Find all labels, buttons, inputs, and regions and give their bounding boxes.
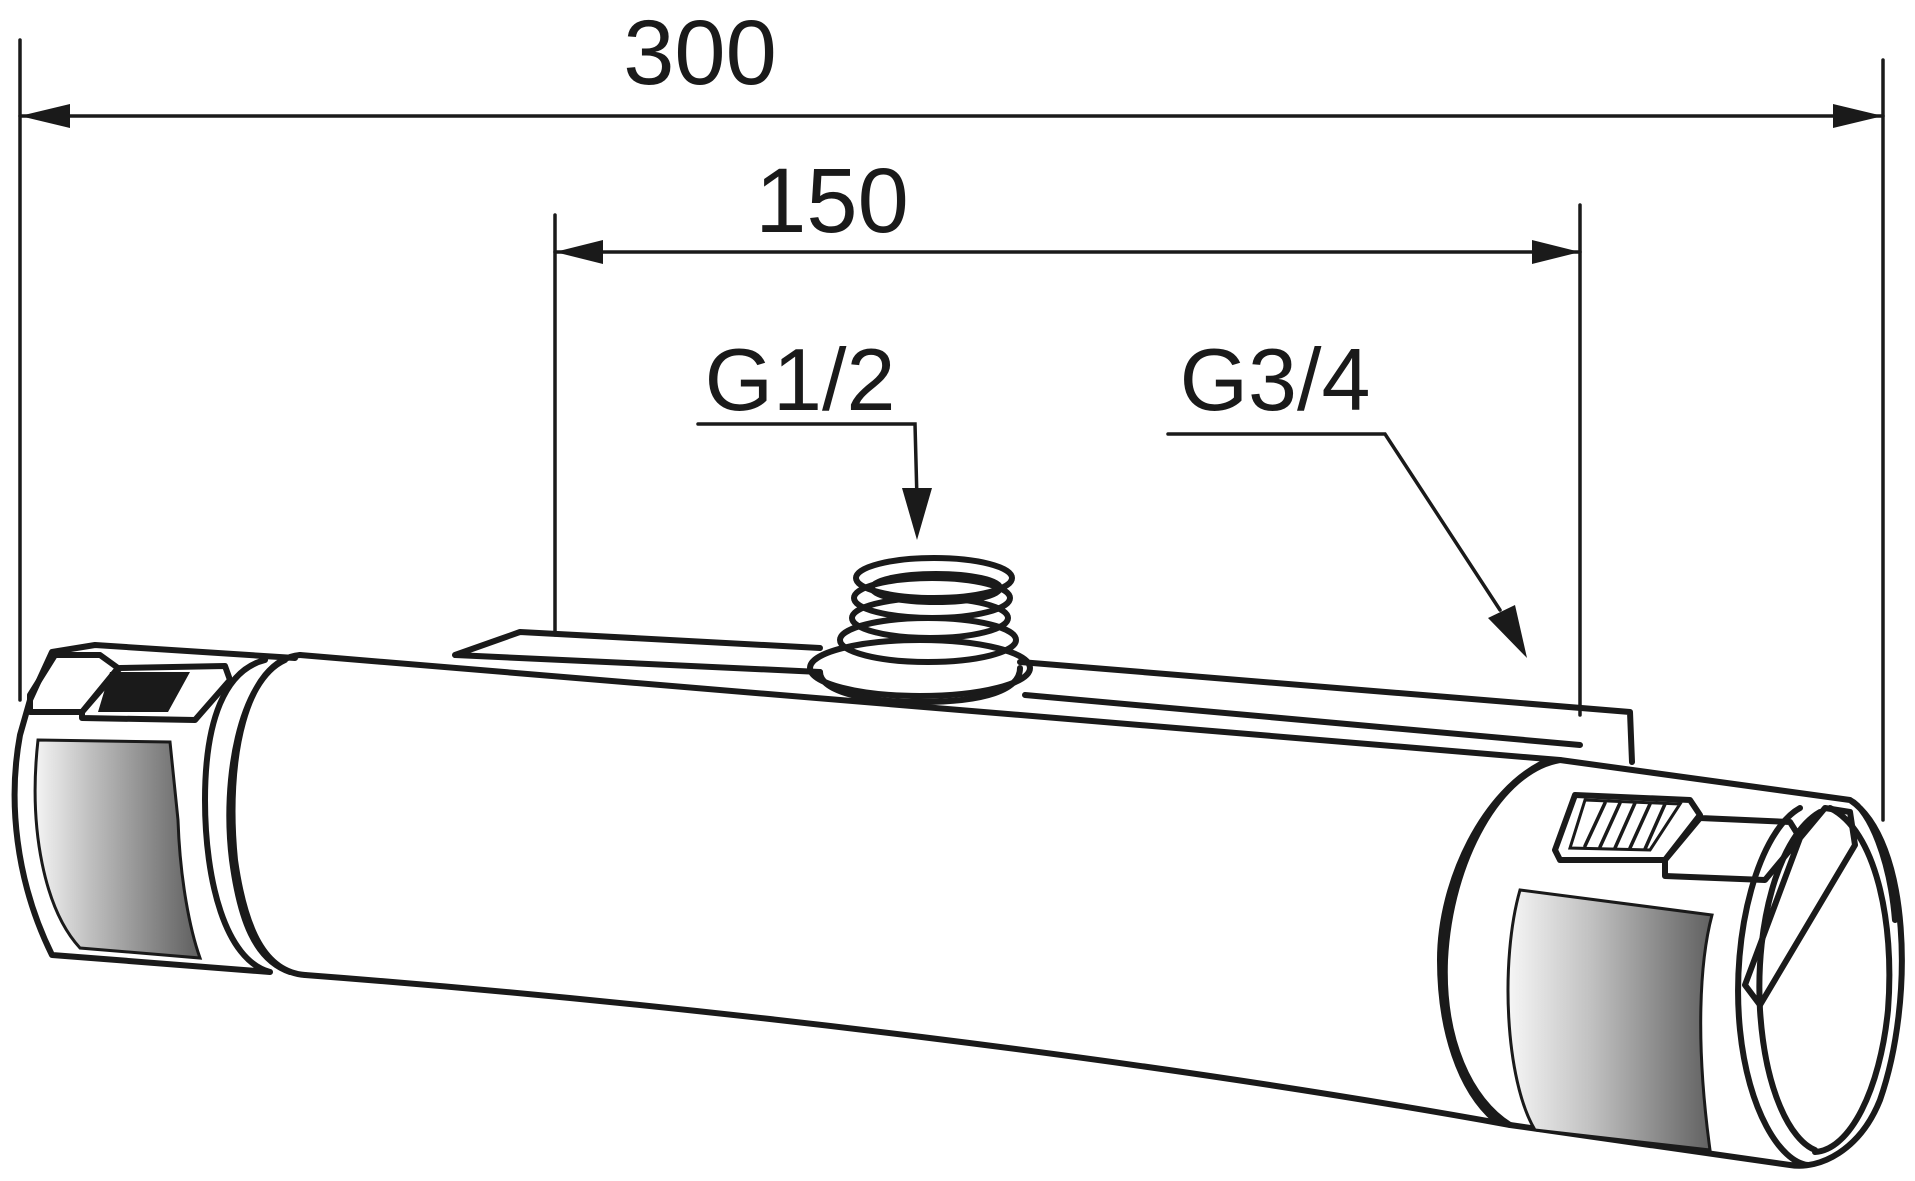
outlet-nipple [807, 555, 1033, 705]
overall-length-label: 300 [623, 2, 777, 104]
right-grip-window [1506, 888, 1714, 1152]
callout-inlet: G3/4 [1166, 330, 1527, 658]
left-grip-window [33, 738, 203, 960]
inlet-arrowhead-icon [1488, 605, 1527, 658]
left-top-block [27, 652, 233, 723]
right-handle [1507, 757, 1905, 1169]
outlet-ring-3 [851, 575, 1013, 621]
outlet-thread-label: G1/2 [705, 330, 896, 429]
right-end-ring [1437, 757, 1563, 1128]
arrowhead-left-icon [20, 104, 70, 128]
dimension-inlet-spacing: 150 [553, 150, 1582, 717]
left-handle [11, 642, 298, 975]
dimension-overall: 300 [18, 2, 1885, 822]
right-knurl [1567, 798, 1683, 852]
inlet-spacing-label: 150 [755, 150, 909, 252]
inlet-leader-line [1166, 432, 1502, 612]
right-top-block [1552, 792, 1858, 1008]
inlet-thread-label: G3/4 [1180, 330, 1371, 429]
outlet-bore [869, 571, 1003, 605]
outlet-leader-line [696, 422, 919, 502]
thermostat-body [11, 555, 1905, 1169]
arrowhead-right-icon [1833, 104, 1883, 128]
body-cylinder [297, 652, 1563, 1128]
arrowhead-inlet-left-icon [555, 240, 603, 264]
outlet-ring-4 [853, 555, 1015, 601]
left-end-ring [226, 652, 308, 978]
outlet-base-lower [817, 665, 1023, 705]
arrowhead-inlet-right-icon [1532, 240, 1580, 264]
outlet-arrowhead-icon [902, 488, 932, 540]
callout-outlet: G1/2 [696, 330, 932, 540]
left-knurl-dark [98, 672, 190, 712]
mounting-strip [452, 629, 1635, 765]
